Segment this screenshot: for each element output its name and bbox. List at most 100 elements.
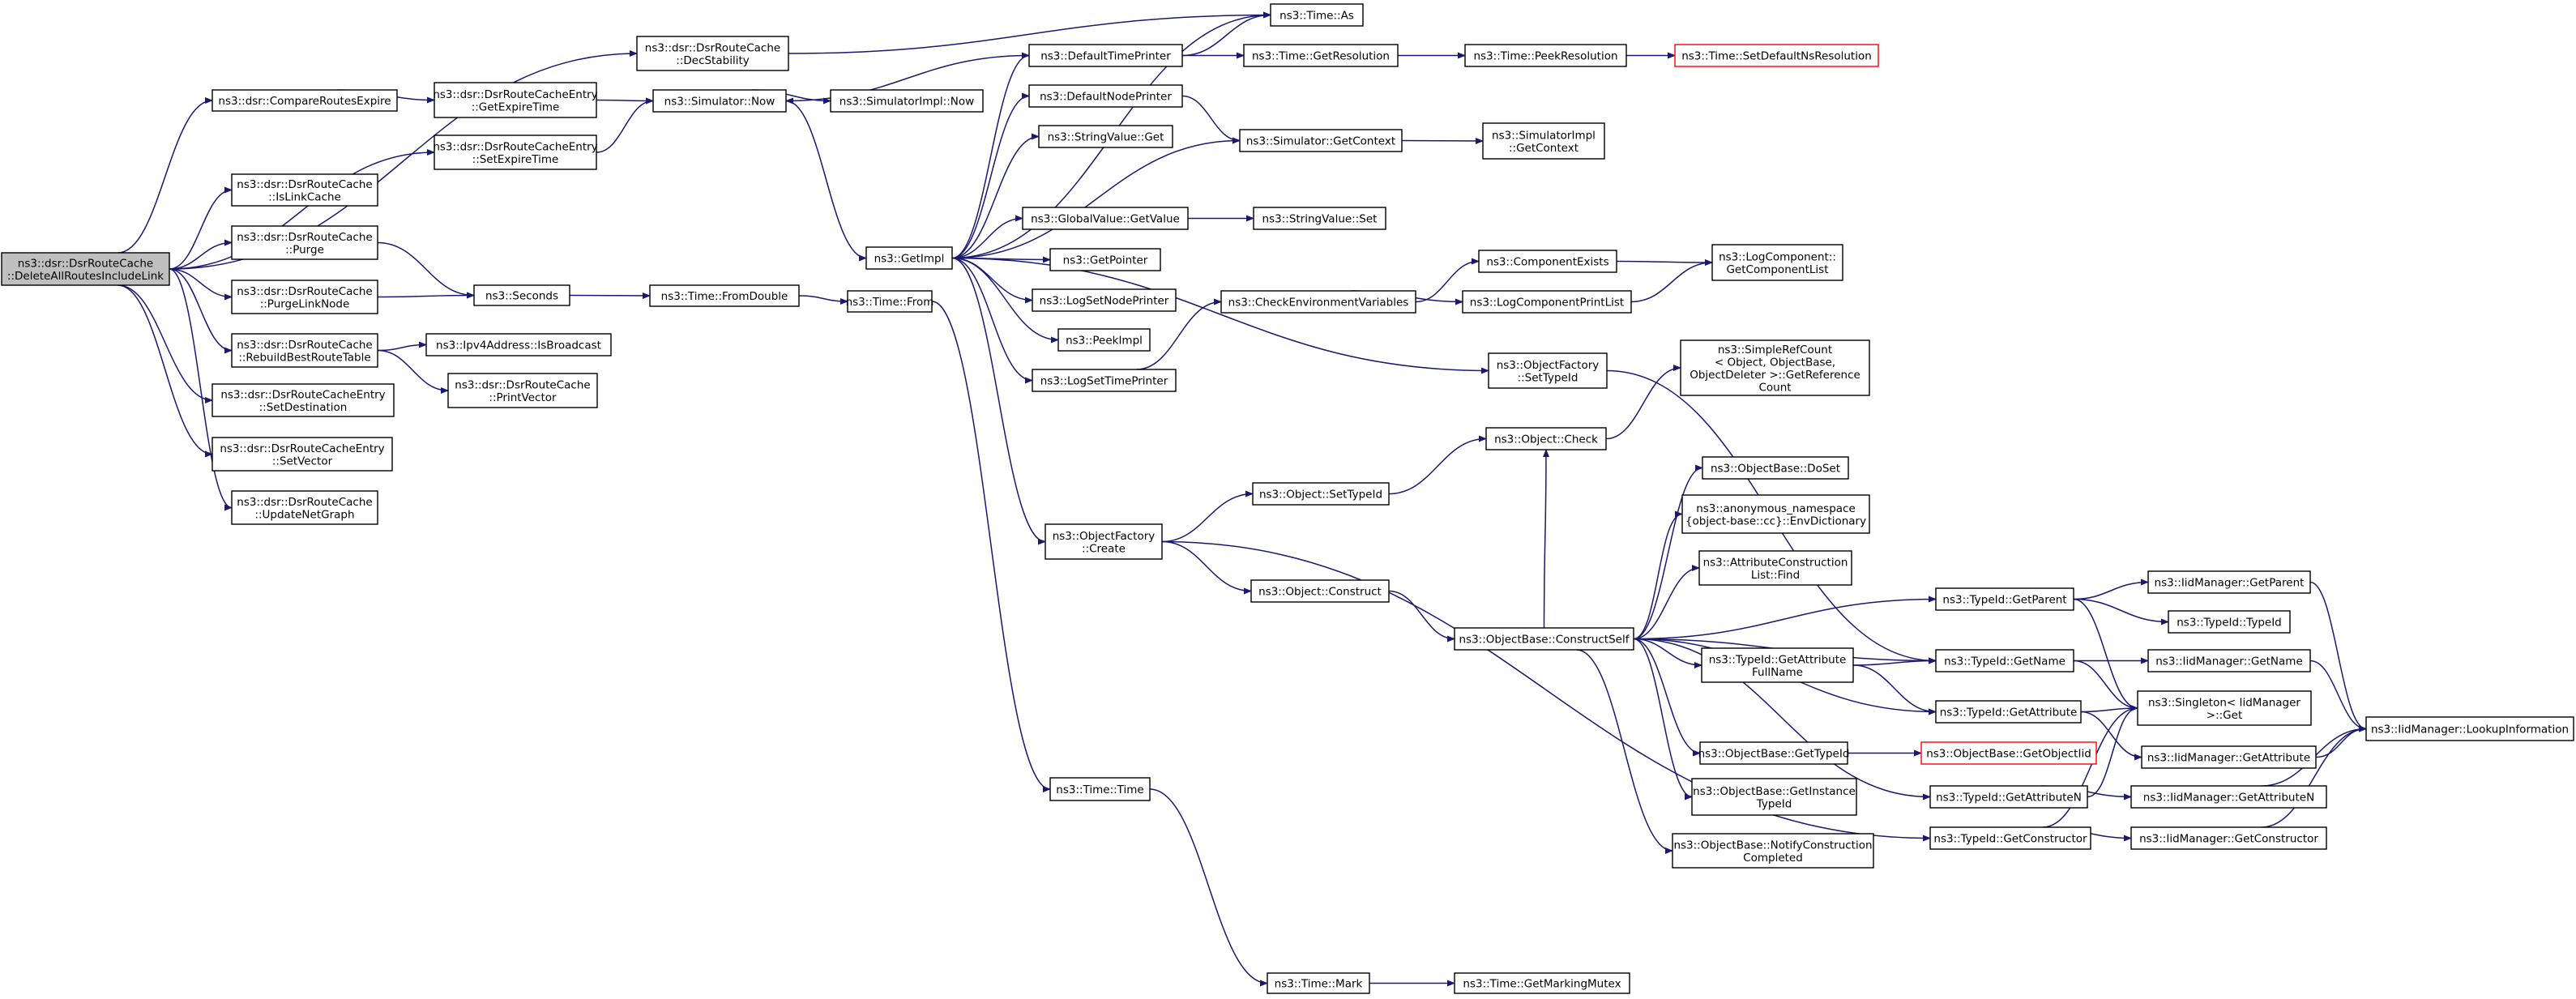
- node-box: [1935, 700, 2082, 724]
- node-get-object-iid[interactable]: ns3::ObjectBase::GetObjectIid: [1920, 741, 2097, 765]
- node-type-id-get-attribute[interactable]: ns3::TypeId::GetAttribute: [1935, 700, 2082, 724]
- node-iid-get-attribute-n[interactable]: ns3::IidManager::GetAttributeN: [2130, 785, 2327, 809]
- node-construct-self[interactable]: ns3::ObjectBase::ConstructSelf: [1454, 627, 1634, 651]
- node-compare-routes-expire[interactable]: ns3::dsr::CompareRoutesExpire: [211, 89, 398, 112]
- node-get-component-list[interactable]: ns3::LogComponent::GetComponentList: [1711, 244, 1843, 281]
- node-label: ns3::ObjectFactory: [1497, 359, 1600, 372]
- node-notify-construction-completed[interactable]: ns3::ObjectBase::NotifyConstructionCompl…: [1672, 833, 1874, 869]
- node-box: [636, 36, 789, 71]
- node-time-from[interactable]: ns3::Time::From: [846, 290, 934, 313]
- node-purge[interactable]: ns3::dsr::DsrRouteCache::Purge: [231, 225, 378, 260]
- node-singleton-get[interactable]: ns3::Singleton< IidManager >::Get: [2137, 690, 2312, 726]
- node-time-as[interactable]: ns3::Time::As: [1270, 3, 1364, 27]
- node-time-time[interactable]: ns3::Time::Time: [1049, 777, 1151, 801]
- edge-construct-self-to-object-check: [1542, 449, 1549, 629]
- node-lookup-information[interactable]: ns3::IidManager::LookupInformation: [2365, 716, 2574, 741]
- node-time-mark[interactable]: ns3::Time::Mark: [1267, 972, 1370, 994]
- node-from-double[interactable]: ns3::Time::FromDouble: [649, 284, 800, 307]
- node-object-base-get-type-id[interactable]: ns3::ObjectBase::GetTypeId: [1698, 741, 1850, 765]
- node-obj-factory-set-type-id[interactable]: ns3::ObjectFactory::SetTypeId: [1488, 352, 1608, 389]
- node-string-value-set[interactable]: ns3::StringValue::Set: [1253, 207, 1386, 230]
- edge-get-context-to-impl-get-context: [1401, 137, 1484, 144]
- node-get-marking-mutex[interactable]: ns3::Time::GetMarkingMutex: [1454, 972, 1630, 994]
- node-impl-get-context[interactable]: ns3::SimulatorImpl::GetContext: [1482, 122, 1605, 160]
- node-obj-factory-create[interactable]: ns3::ObjectFactory::Create: [1044, 523, 1163, 560]
- edge-get-impl-to-default-time-printer: [951, 52, 1030, 259]
- node-env-dictionary[interactable]: ns3::anonymous_namespace{object-base::cc…: [1681, 494, 1870, 534]
- node-iid-get-name[interactable]: ns3::IidManager::GetName: [2147, 649, 2311, 672]
- node-box: [434, 134, 597, 170]
- node-dec-stability[interactable]: ns3::dsr::DsrRouteCache::DecStability: [636, 36, 789, 71]
- node-get-impl[interactable]: ns3::GetImpl: [865, 246, 953, 270]
- node-purge-link-node[interactable]: ns3::dsr::DsrRouteCache::PurgeLinkNode: [231, 280, 378, 314]
- node-string-value-get[interactable]: ns3::StringValue::Get: [1038, 125, 1173, 148]
- node-box: [1057, 328, 1151, 352]
- node-default-time-printer[interactable]: ns3::DefaultTimePrinter: [1028, 44, 1183, 67]
- node-is-broadcast[interactable]: ns3::Ipv4Address::IsBroadcast: [425, 333, 612, 356]
- node-seconds[interactable]: ns3::Seconds: [473, 284, 570, 306]
- edge-obj-factory-create-to-object-set-type-id: [1161, 490, 1254, 543]
- edge-construct-self-to-type-id-get-attribute-n: [1633, 638, 1931, 800]
- node-update-net-graph[interactable]: ns3::dsr::DsrRouteCache::UpdateNetGraph: [231, 490, 378, 525]
- node-get-expire-time[interactable]: ns3::dsr::DsrRouteCacheEntry::GetExpireT…: [433, 82, 598, 118]
- node-iid-get-constructor[interactable]: ns3::IidManager::GetConstructor: [2130, 826, 2327, 850]
- edge-iid-get-parent-to-lookup-information: [2309, 581, 2367, 732]
- node-box: [1049, 248, 1161, 271]
- node-simulator-impl-now[interactable]: ns3::SimulatorImpl::Now: [830, 89, 984, 113]
- node-log-set-time-printer[interactable]: ns3::LogSetTimePrinter: [1032, 369, 1177, 392]
- node-simulator-now[interactable]: ns3::Simulator::Now: [652, 89, 787, 113]
- node-component-exists[interactable]: ns3::ComponentExists: [1478, 250, 1617, 273]
- node-get-context[interactable]: ns3::Simulator::GetContext: [1239, 129, 1403, 152]
- node-type-id-get-parent[interactable]: ns3::TypeId::GetParent: [1935, 587, 2074, 611]
- node-box: [649, 284, 800, 307]
- node-get-resolution[interactable]: ns3::Time::GetResolution: [1243, 44, 1399, 67]
- edge-get-impl-to-get-context: [951, 137, 1241, 259]
- node-root[interactable]: ns3::dsr::DsrRouteCache::DeleteAllRoutes…: [1, 252, 170, 286]
- node-label: ns3::TypeId::GetConstructor: [1933, 833, 2087, 846]
- node-do-set[interactable]: ns3::ObjectBase::DoSet: [1702, 456, 1849, 480]
- node-label: ns3::Seconds: [485, 290, 558, 303]
- node-iid-get-parent[interactable]: ns3::IidManager::GetParent: [2147, 570, 2311, 594]
- node-box: [231, 280, 378, 314]
- node-type-id-get-name[interactable]: ns3::TypeId::GetName: [1935, 649, 2074, 672]
- node-object-construct[interactable]: ns3::Object::Construct: [1250, 579, 1390, 603]
- node-peek-resolution[interactable]: ns3::Time::PeekResolution: [1464, 44, 1627, 67]
- node-set-default-ns-resolution[interactable]: ns3::Time::SetDefaultNsResolution: [1674, 44, 1879, 67]
- node-label: Completed: [1743, 852, 1803, 865]
- node-label: GetComponentList: [1726, 263, 1828, 276]
- node-peek-impl[interactable]: ns3::PeekImpl: [1057, 328, 1151, 352]
- node-simple-ref-count[interactable]: ns3::SimpleRefCount< Object, ObjectBase,…: [1680, 339, 1870, 396]
- node-rebuild-best-route-table[interactable]: ns3::dsr::DsrRouteCache::RebuildBestRout…: [231, 333, 378, 368]
- node-object-set-type-id[interactable]: ns3::Object::SetTypeId: [1252, 482, 1390, 506]
- edge-get-impl-to-log-set-node-printer: [951, 257, 1033, 304]
- node-object-check[interactable]: ns3::Object::Check: [1485, 427, 1607, 450]
- node-log-set-node-printer[interactable]: ns3::LogSetNodePrinter: [1032, 288, 1177, 312]
- node-print-vector[interactable]: ns3::dsr::DsrRouteCache::PrintVector: [447, 373, 598, 408]
- node-set-expire-time[interactable]: ns3::dsr::DsrRouteCacheEntry::SetExpireT…: [433, 134, 598, 170]
- node-label: ::DeleteAllRoutesIncludeLink: [7, 270, 164, 283]
- node-box: [2130, 826, 2327, 850]
- node-type-id-type-id[interactable]: ns3::TypeId::TypeId: [2168, 610, 2291, 634]
- node-default-node-printer[interactable]: ns3::DefaultNodePrinter: [1028, 84, 1183, 108]
- node-label: ns3::Time::Mark: [1275, 978, 1363, 991]
- node-label: ns3::LogComponent::: [1719, 250, 1836, 263]
- node-type-id-get-constructor[interactable]: ns3::TypeId::GetConstructor: [1929, 826, 2091, 850]
- node-box: [1691, 778, 1857, 816]
- node-set-vector[interactable]: ns3::dsr::DsrRouteCacheEntry::SetVector: [211, 437, 393, 472]
- edge-construct-self-to-get-instance-type-id: [1633, 638, 1693, 800]
- node-global-value-get-value[interactable]: ns3::GlobalValue::GetValue: [1022, 207, 1189, 230]
- edge-object-set-type-id-to-object-check: [1388, 435, 1487, 495]
- node-label: ns3::Object::Construct: [1258, 586, 1382, 599]
- node-type-id-get-attribute-n[interactable]: ns3::TypeId::GetAttributeN: [1929, 785, 2088, 809]
- edge-construct-self-to-notify-construction-completed: [1576, 649, 1673, 854]
- node-log-component-print-list[interactable]: ns3::LogComponentPrintList: [1462, 290, 1632, 314]
- node-get-pointer[interactable]: ns3::GetPointer: [1049, 248, 1161, 271]
- node-check-env-vars[interactable]: ns3::CheckEnvironmentVariables: [1220, 290, 1416, 314]
- node-is-link-cache[interactable]: ns3::dsr::DsrRouteCache::IsLinkCache: [231, 173, 378, 207]
- edge-set-expire-time-to-simulator-now: [596, 97, 654, 153]
- node-iid-get-attribute[interactable]: ns3::IidManager::GetAttribute: [2141, 745, 2317, 769]
- node-set-destination[interactable]: ns3::dsr::DsrRouteCacheEntry::SetDestina…: [211, 383, 395, 417]
